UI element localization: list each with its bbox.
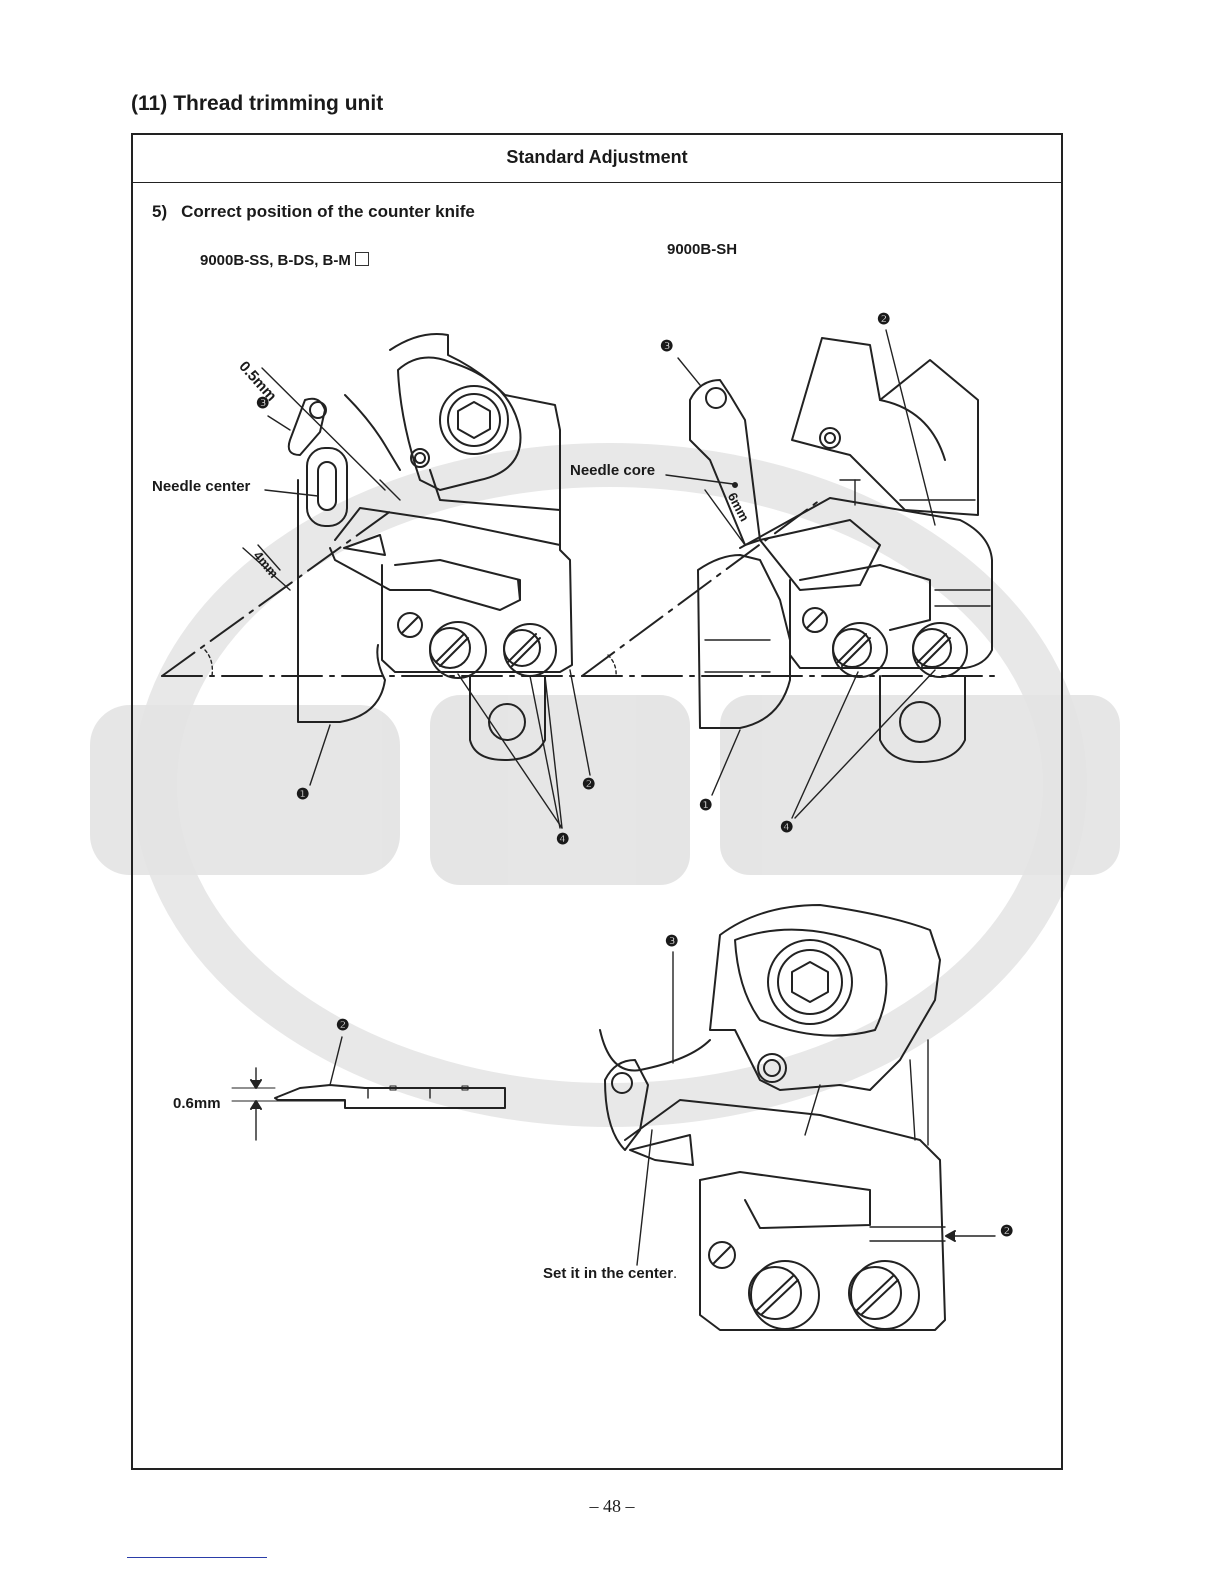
right-callout-4: ❹ <box>780 818 793 836</box>
needle-core-label: Needle core <box>570 462 655 479</box>
bottom-left-callout-2: ❷ <box>336 1016 349 1034</box>
page-number: – 48 – <box>0 1496 1224 1517</box>
right-callout-1: ❶ <box>699 796 712 814</box>
bottom-left-diagram <box>232 1037 505 1140</box>
left-callout-2: ❷ <box>582 775 595 793</box>
dim-0-6mm: 0.6mm <box>173 1095 221 1112</box>
right-callout-3: ❸ <box>660 337 673 355</box>
right-top-diagram <box>582 330 1000 818</box>
left-callout-3: ❸ <box>256 394 269 412</box>
needle-center-label: Needle center <box>152 478 250 495</box>
bottom-rule <box>127 1557 267 1558</box>
bottom-right-callout-3: ❸ <box>665 932 678 950</box>
left-callout-4: ❹ <box>556 830 569 848</box>
left-top-diagram <box>162 334 600 828</box>
left-callout-1: ❶ <box>296 785 309 803</box>
right-callout-2: ❷ <box>877 310 890 328</box>
bottom-right-callout-2: ❷ <box>1000 1222 1013 1240</box>
set-center-text: Set it in the center <box>543 1265 673 1282</box>
set-center-label: Set it in the center. <box>543 1265 677 1282</box>
